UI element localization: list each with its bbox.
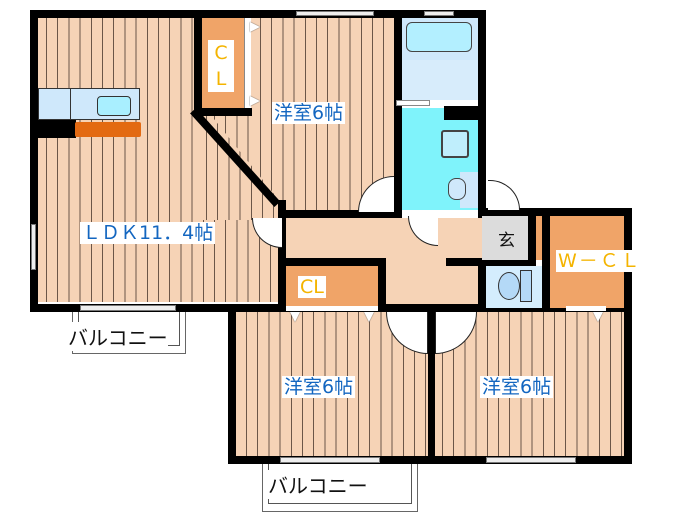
closet-center-door-strip[interactable] — [286, 306, 378, 311]
western-room-southwest-label: 洋室6帖 — [282, 376, 356, 398]
wall-cl-center-right — [378, 258, 386, 312]
wall-toilet-left — [478, 258, 486, 312]
wall-bath-left — [394, 10, 402, 218]
kitchen-wall-stub — [36, 120, 76, 138]
wall-east — [624, 208, 632, 464]
bath-door[interactable] — [396, 100, 430, 106]
wall-left — [30, 10, 38, 312]
closet-north-label-c: C — [214, 42, 228, 64]
closet-door-marker-icon — [364, 312, 374, 322]
kitchen-counter-divider — [70, 88, 71, 120]
walk-in-closet-label: W－ＣＬ — [556, 250, 644, 272]
kitchen-stove-counter — [75, 122, 141, 137]
wall-entry-mid — [446, 258, 536, 266]
entrance-label: 玄 — [498, 231, 515, 251]
wall-closet-north-left — [194, 10, 202, 118]
window-sw-south — [280, 457, 380, 463]
kitchen-sink-icon — [97, 96, 131, 116]
washbasin-icon — [441, 130, 469, 158]
wall-bath-right — [478, 10, 486, 218]
closet-north-label: C L — [208, 40, 234, 92]
closet-door-marker-icon — [250, 22, 260, 32]
window-ldk-west — [31, 224, 36, 270]
wall-hall-top — [278, 210, 402, 218]
window-se-south — [486, 457, 576, 463]
closet-door-marker-icon — [250, 96, 260, 106]
wall-sw-se-divider — [428, 310, 435, 464]
balcony-west-label: バルコニー — [68, 322, 168, 351]
entrance-door[interactable] — [488, 180, 520, 210]
walk-in-closet-door-strip[interactable] — [566, 306, 606, 311]
closet-door-marker-icon — [593, 312, 603, 322]
window-north-western — [296, 11, 374, 16]
wall-cl-center-top — [278, 258, 386, 266]
wall-ldk-right — [278, 200, 286, 312]
wall-top-left — [30, 10, 296, 18]
toilet-tank-icon — [520, 270, 532, 302]
wall-entry-top — [478, 208, 632, 216]
wall-wcl-left — [542, 208, 550, 312]
toilet-icon — [448, 178, 466, 200]
closet-center-label: CL — [298, 276, 326, 298]
entry-closet-strip — [536, 216, 542, 260]
western-room-southeast-label: 洋室6帖 — [480, 376, 554, 398]
western-room-north-label: 洋室6帖 — [272, 102, 346, 124]
wall-closet-north-bottom — [194, 108, 252, 116]
ldk-label: ＬＤＫ11．4帖 — [80, 222, 216, 244]
window-ldk-south — [80, 305, 176, 311]
balcony-south-label: バルコニー — [268, 470, 368, 499]
wash-wall-notch — [444, 106, 478, 120]
bathtub-basin-icon — [406, 22, 472, 52]
window-bath — [424, 11, 454, 16]
wall-south-bottom — [228, 456, 632, 464]
wall-south-rooms-top — [228, 304, 632, 312]
entrance — [482, 216, 528, 260]
wall-sw-left — [228, 304, 236, 464]
closet-door-marker-icon — [290, 312, 300, 322]
closet-north-label-l: L — [215, 68, 227, 90]
toilet-bowl-icon — [498, 272, 520, 300]
closet-north-door-strip[interactable] — [244, 18, 251, 108]
